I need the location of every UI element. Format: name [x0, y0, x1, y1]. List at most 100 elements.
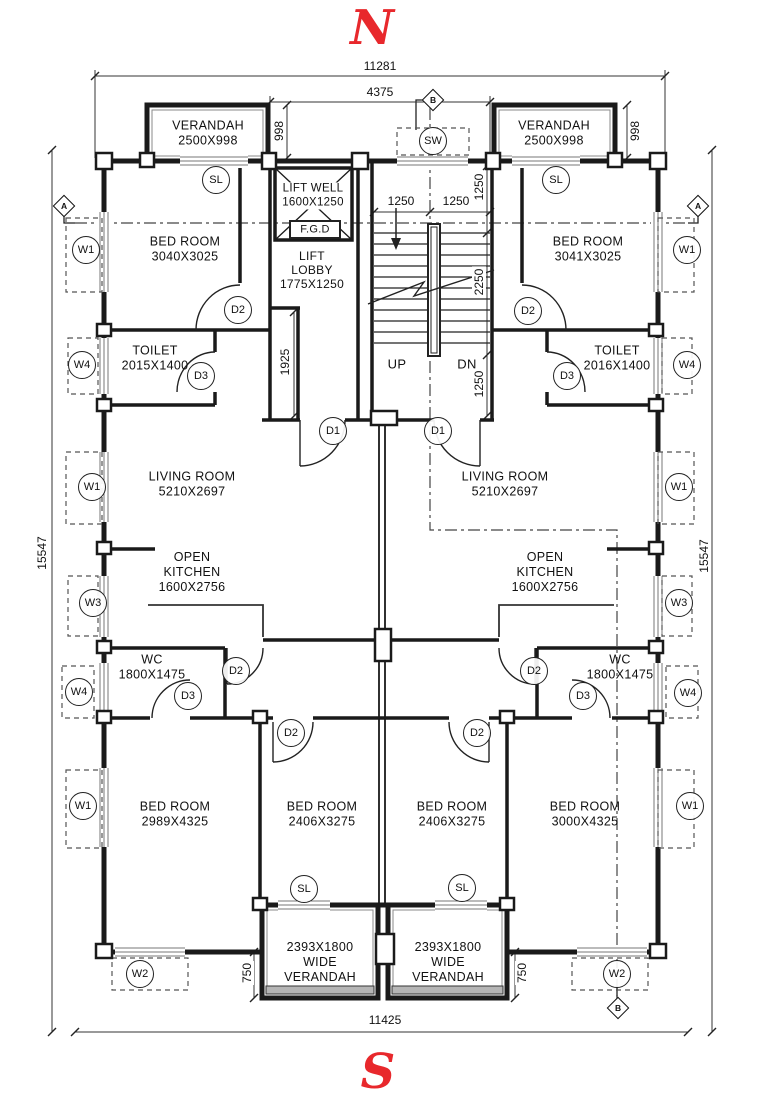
door-tag-d3: D3 [569, 682, 597, 710]
marker-w1: W1 [676, 792, 704, 820]
dim-top-overall: 11281 [361, 59, 399, 73]
room-size: 2406X3275 [288, 814, 356, 828]
room-name: WIDE [431, 954, 465, 969]
section-letter: A [60, 200, 68, 211]
marker-sl: SL [448, 874, 476, 902]
marker-w1: W1 [72, 236, 100, 264]
dim-lobby-passage: 1925 [278, 346, 292, 378]
room-size: 2393X1800 [286, 939, 354, 954]
room-name: WC [141, 652, 163, 667]
room-name: VERANDAH [172, 118, 244, 133]
room-name2: KITCHEN [516, 564, 574, 579]
marker-sl: SL [202, 166, 230, 194]
marker-w2: W2 [603, 960, 631, 988]
compass-south: S [360, 1044, 396, 1100]
room-name: OPEN [173, 549, 211, 564]
room-name: BED ROOM [149, 234, 221, 249]
room-size: 3041X3025 [554, 249, 622, 263]
room-size: 2016X1400 [583, 358, 651, 372]
marker-w1: W1 [78, 473, 106, 501]
room-name: LIVING ROOM [148, 469, 236, 484]
marker-sl: SL [290, 875, 318, 903]
door-tag-d3: D3 [187, 362, 215, 390]
marker-w3: W3 [79, 589, 107, 617]
door-tag-d2: D2 [514, 297, 542, 325]
room-name: LIFT WELL [280, 182, 346, 196]
label-fgd: F.G.D [300, 223, 330, 236]
door-tag-d2: D2 [224, 296, 252, 324]
stair-down-label: DN [457, 356, 477, 372]
room-size: 1775X1250 [279, 277, 345, 292]
room-size: 1800X1475 [118, 667, 186, 681]
dim-stair-flight-right: 1250 [440, 194, 472, 208]
room-name: BED ROOM [139, 799, 211, 814]
section-letter: B [614, 1002, 622, 1013]
room-size: 2015X1400 [121, 358, 189, 372]
room-size: 2393X1800 [414, 939, 482, 954]
room-name: OPEN [526, 549, 564, 564]
dim-verandah-bottom-left: 750 [240, 960, 254, 986]
section-letter: B [429, 94, 437, 105]
stair-up-label: UP [387, 356, 407, 372]
compass-north: N [350, 0, 394, 56]
dim-bottom-overall: 11425 [366, 1013, 404, 1027]
room-size: 5210X2697 [158, 484, 226, 498]
door-tag-d2: D2 [463, 719, 491, 747]
room-size: 2989X4325 [141, 814, 209, 828]
room-name2: VERANDAH [412, 969, 484, 984]
dim-stair-mid: 2250 [472, 266, 486, 298]
dim-stair-bottom: 1250 [472, 368, 486, 400]
marker-w2: W2 [126, 960, 154, 988]
room-size: 3000X4325 [551, 814, 619, 828]
room-size: 1600X1250 [280, 196, 346, 210]
room-size: 1600X2756 [511, 579, 579, 594]
room-name2: VERANDAH [284, 969, 356, 984]
marker-w4: W4 [674, 679, 702, 707]
door-tag-d2: D2 [222, 657, 250, 685]
room-size: 2500X998 [524, 133, 584, 147]
marker-w1: W1 [673, 236, 701, 264]
marker-w4: W4 [65, 678, 93, 706]
room-size: 1800X1475 [586, 667, 654, 681]
dim-stair-flight-left: 1250 [385, 194, 417, 208]
room-name2: KITCHEN [163, 564, 221, 579]
dim-stair-top: 1250 [472, 171, 486, 203]
room-name: WC [609, 652, 631, 667]
door-tag-d2: D2 [520, 657, 548, 685]
door-tag-d1: D1 [319, 417, 347, 445]
section-letter: A [694, 200, 702, 211]
marker-w1: W1 [665, 473, 693, 501]
dim-verandah-depth-left: 998 [272, 118, 286, 144]
door-tag-d2: D2 [277, 719, 305, 747]
room-name: VERANDAH [518, 118, 590, 133]
marker-w4: W4 [68, 351, 96, 379]
door-tag-d3: D3 [553, 362, 581, 390]
room-size: 5210X2697 [471, 484, 539, 498]
marker-w3: W3 [665, 589, 693, 617]
room-name: LIVING ROOM [461, 469, 549, 484]
room-name: BED ROOM [286, 799, 358, 814]
dim-side-left: 15547 [35, 534, 49, 572]
room-size: 3040X3025 [151, 249, 219, 263]
room-name: TOILET [132, 343, 178, 358]
room-name2: LOBBY [291, 262, 333, 277]
